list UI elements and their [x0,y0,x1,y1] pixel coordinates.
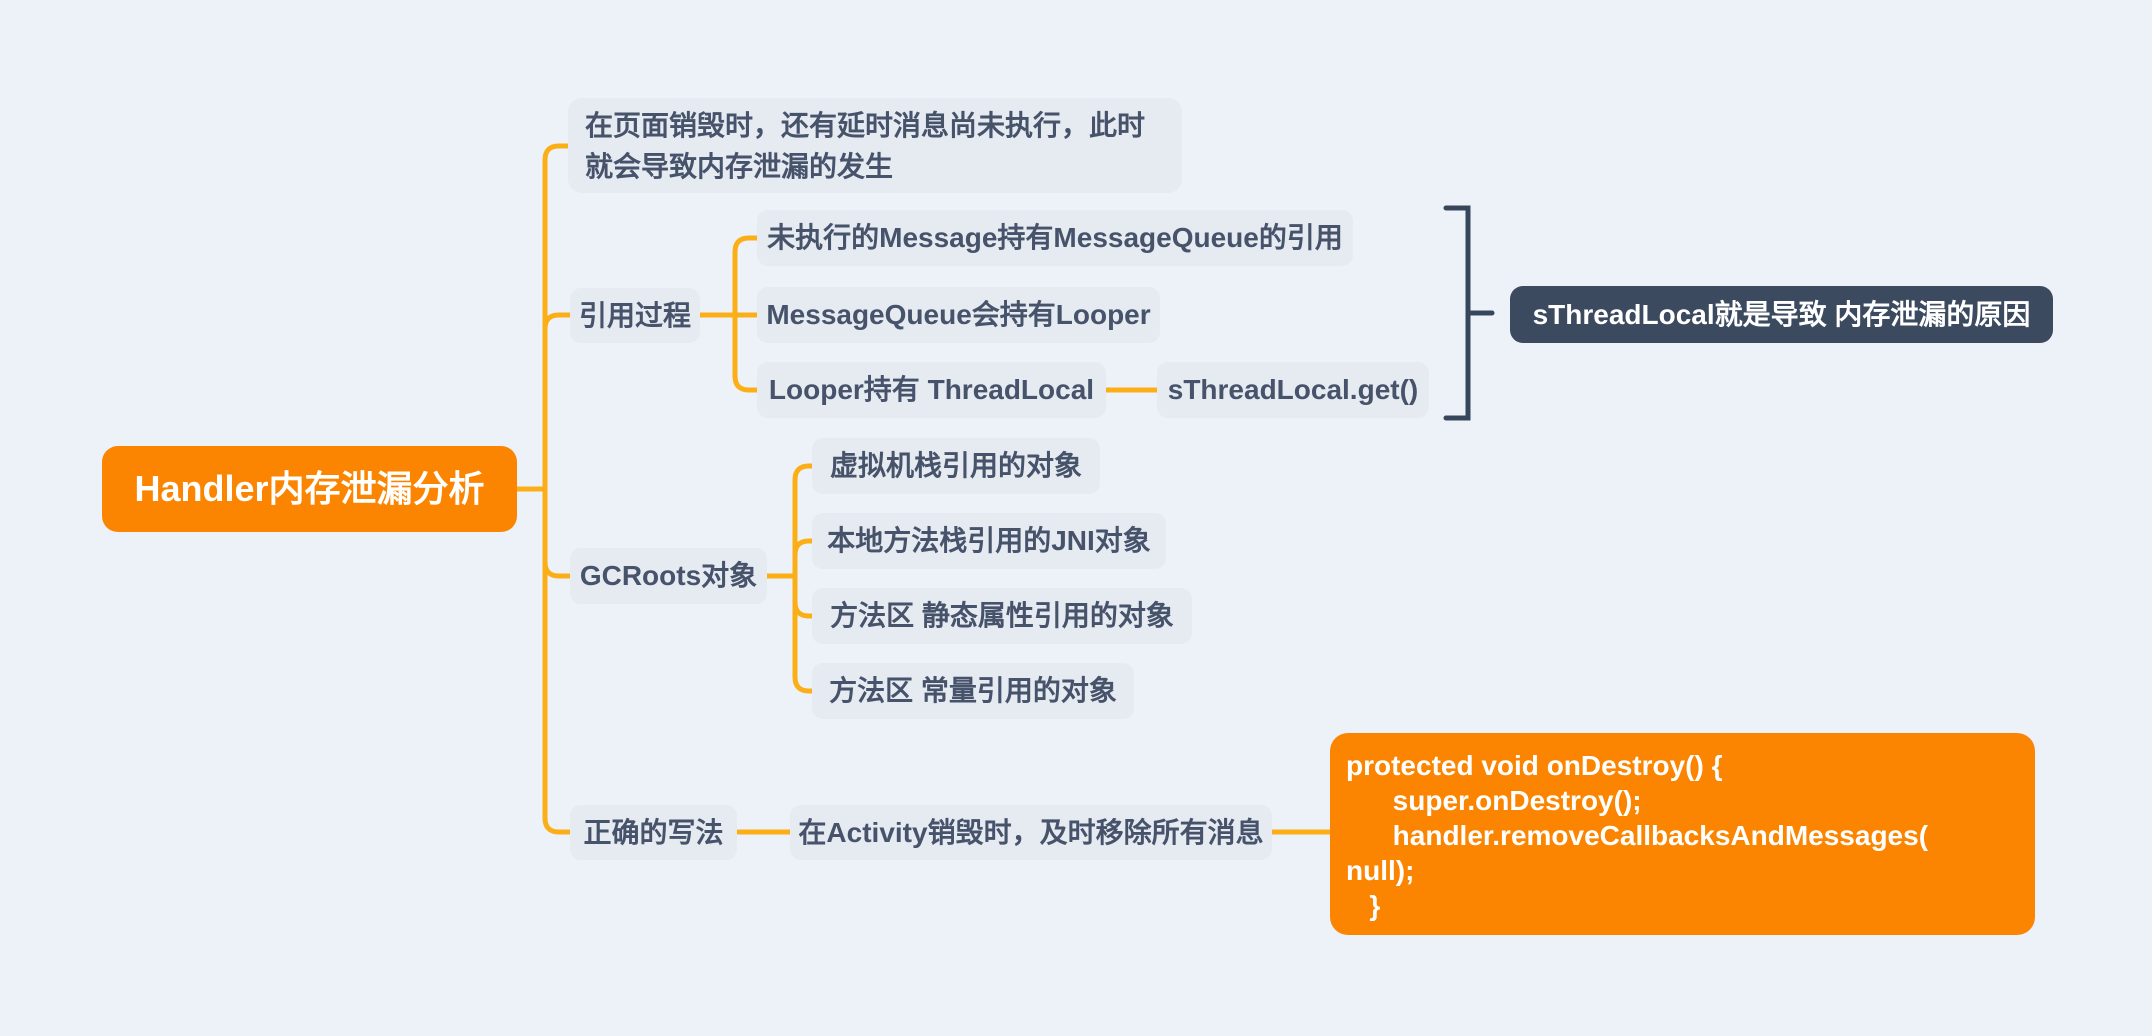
topic-method-area-static-refs[interactable]: 方法区 静态属性引用的对象 [812,588,1192,644]
branch-curves [514,143,1333,835]
topic-vm-stack-refs[interactable]: 虚拟机栈引用的对象 [812,438,1100,494]
root-topic[interactable]: Handler内存泄漏分析 [102,446,517,532]
topic-gcroots[interactable]: GCRoots对象 [570,548,767,604]
topic-reference-process[interactable]: 引用过程 [570,288,700,343]
topic-queue-holds-looper[interactable]: MessageQueue会持有Looper [757,287,1160,343]
topic-native-stack-jni-refs[interactable]: 本地方法栈引用的JNI对象 [812,513,1166,569]
topic-looper-holds-threadlocal[interactable]: Looper持有 ThreadLocal [757,362,1106,418]
topic-remove-messages-on-destroy[interactable]: 在Activity销毁时，及时移除所有消息 [790,805,1272,860]
topic-note[interactable]: 在页面销毁时，还有延时消息尚未执行，此时就会导致内存泄漏的发生 [568,98,1182,193]
topic-message-holds-queue[interactable]: 未执行的Message持有MessageQueue的引用 [757,210,1353,266]
summary-topic-leak-cause[interactable]: sThreadLocal就是导致 内存泄漏的原因 [1510,286,2053,343]
summary-bracket [1443,205,1495,421]
code-block-ondestroy[interactable]: protected void onDestroy() { super.onDes… [1330,733,2035,935]
topic-sthreadlocal-get[interactable]: sThreadLocal.get() [1157,362,1429,418]
topic-correct-usage[interactable]: 正确的写法 [570,805,737,860]
topic-method-area-constant-refs[interactable]: 方法区 常量引用的对象 [812,663,1134,719]
